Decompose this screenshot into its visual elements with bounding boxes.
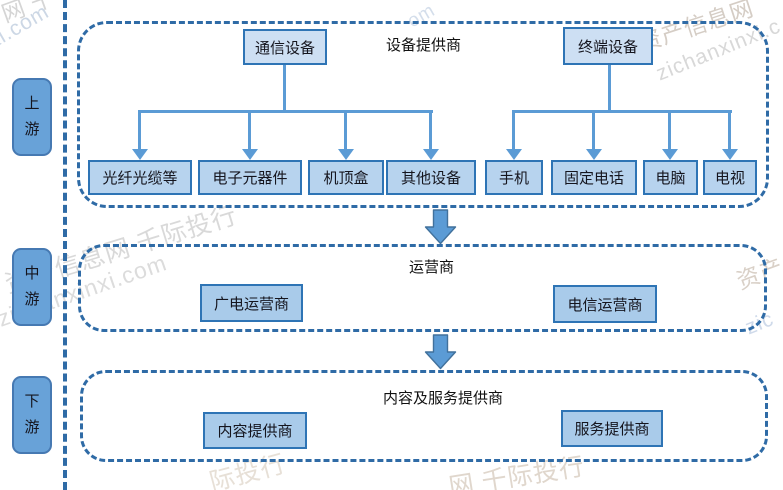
midstream-zone: [78, 244, 767, 332]
box-service-provider: 服务提供商: [561, 410, 663, 447]
connector-line: [608, 65, 611, 113]
lane-divider-line: [63, 0, 67, 490]
connector-line: [344, 110, 347, 150]
box-computer: 电脑: [643, 160, 698, 195]
box-fixed-telephone: 固定电话: [551, 160, 637, 195]
connector-line: [668, 110, 671, 150]
connector-line: [248, 110, 251, 150]
connector-line: [139, 110, 433, 113]
box-terminal-equipment: 终端设备: [563, 27, 653, 65]
arrow-head-icon: [662, 149, 678, 160]
arrow-head-icon: [423, 149, 439, 160]
upstream-zone: [77, 21, 769, 208]
midstream-zone-title: 运营商: [409, 260, 455, 276]
flow-arrow-icon: [424, 209, 457, 245]
watermark: anxi.com: [0, 0, 54, 66]
box-set-top-box: 机顶盒: [308, 160, 384, 195]
connector-line: [512, 110, 515, 150]
upstream-zone-title: 设备提供商: [386, 38, 462, 54]
connector-line: [283, 65, 286, 113]
connector-line: [728, 110, 731, 150]
watermark: 网 千: [0, 0, 59, 28]
box-other-equipment: 其他设备: [386, 160, 476, 195]
arrow-head-icon: [506, 149, 522, 160]
box-electronic-components: 电子元器件: [198, 160, 302, 195]
box-communication-equipment: 通信设备: [243, 29, 327, 65]
arrow-head-icon: [586, 149, 602, 160]
box-optical-fiber-cable: 光纤光缆等: [88, 160, 192, 195]
connector-line: [592, 110, 595, 150]
connector-line: [138, 110, 141, 150]
arrow-head-icon: [242, 149, 258, 160]
arrow-head-icon: [132, 149, 148, 160]
arrow-head-icon: [338, 149, 354, 160]
lane-downstream: 下 游: [12, 376, 52, 454]
arrow-head-icon: [722, 149, 738, 160]
downstream-zone: [80, 370, 768, 462]
lane-midstream: 中 游: [12, 248, 52, 326]
box-content-provider: 内容提供商: [203, 412, 307, 449]
lane-upstream: 上 游: [12, 78, 52, 156]
connector-line: [429, 110, 432, 150]
box-telecom-operator: 电信运营商: [553, 285, 657, 323]
box-mobile-phone: 手机: [485, 160, 543, 195]
flow-arrow-icon: [424, 334, 457, 370]
box-broadcast-operator: 广电运营商: [200, 284, 303, 322]
box-television: 电视: [703, 160, 757, 195]
downstream-zone-title: 内容及服务提供商: [383, 391, 504, 407]
connector-line: [513, 110, 732, 113]
